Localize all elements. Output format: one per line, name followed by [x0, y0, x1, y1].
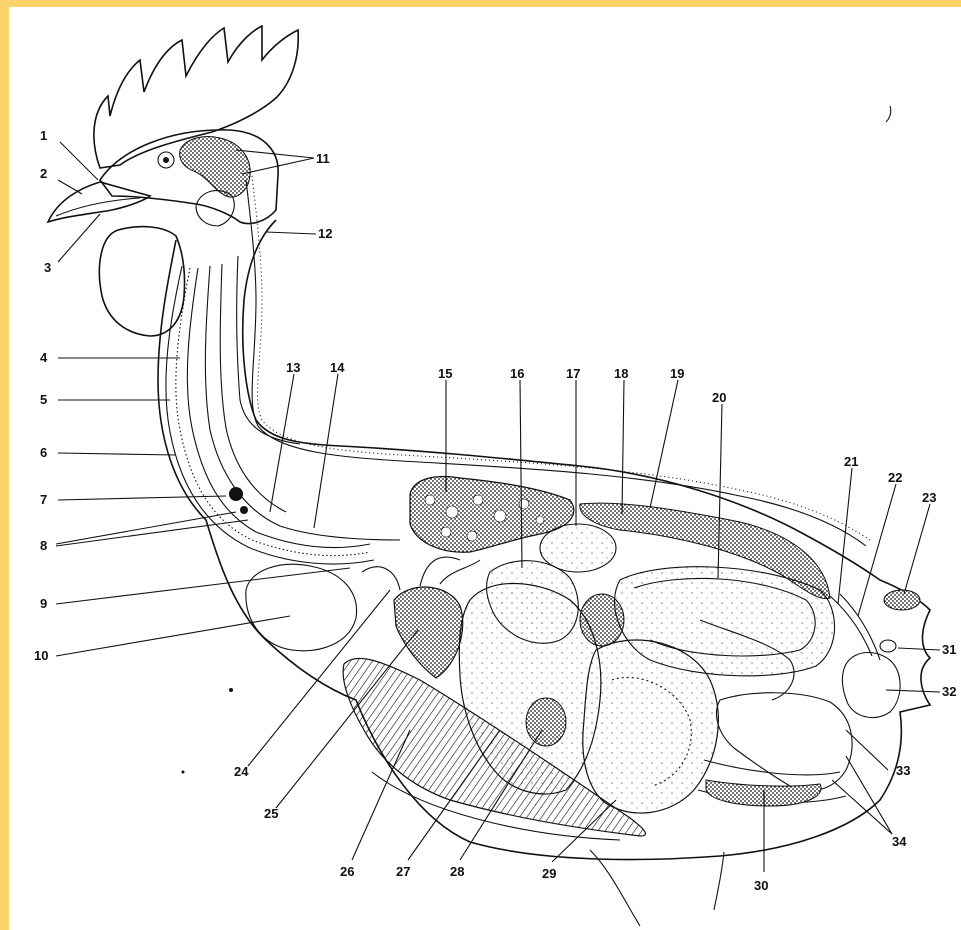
thyroid-gland — [229, 487, 243, 501]
brain — [180, 137, 251, 198]
label-11: 11 — [316, 151, 330, 166]
label-15: 15 — [438, 366, 452, 381]
label-3: 3 — [44, 260, 51, 275]
label-10: 10 — [34, 648, 48, 663]
label-1: 1 — [40, 128, 47, 143]
gall-bladder — [526, 698, 566, 746]
label-31: 31 — [942, 642, 956, 657]
label-9: 9 — [40, 596, 47, 611]
crop — [246, 564, 357, 650]
label-19: 19 — [670, 366, 684, 381]
label-2: 2 — [40, 166, 47, 181]
label-16: 16 — [510, 366, 524, 381]
cloaca — [842, 653, 900, 718]
label-7: 7 — [40, 492, 47, 507]
heart — [394, 587, 463, 678]
label-13: 13 — [286, 360, 300, 375]
label-14: 14 — [330, 360, 345, 375]
label-27: 27 — [396, 864, 410, 879]
label-26: 26 — [340, 864, 354, 879]
spinal-cord — [252, 176, 870, 540]
beak — [48, 182, 150, 222]
label-12: 12 — [318, 226, 332, 241]
label-34: 34 — [892, 834, 907, 849]
label-32: 32 — [942, 684, 956, 699]
label-33: 33 — [896, 763, 910, 778]
label-21: 21 — [844, 454, 858, 469]
label-30: 30 — [754, 878, 768, 893]
label-22: 22 — [888, 470, 902, 485]
label-23: 23 — [922, 490, 936, 505]
label-6: 6 — [40, 445, 47, 460]
label-18: 18 — [614, 366, 628, 381]
bursa — [884, 590, 920, 610]
label-4: 4 — [40, 350, 48, 365]
label-28: 28 — [450, 864, 464, 879]
label-29: 29 — [542, 866, 556, 881]
label-5: 5 — [40, 392, 47, 407]
label-24: 24 — [234, 764, 249, 779]
label-17: 17 — [566, 366, 580, 381]
label-25: 25 — [264, 806, 278, 821]
label-20: 20 — [712, 390, 726, 405]
label-8: 8 — [40, 538, 47, 553]
